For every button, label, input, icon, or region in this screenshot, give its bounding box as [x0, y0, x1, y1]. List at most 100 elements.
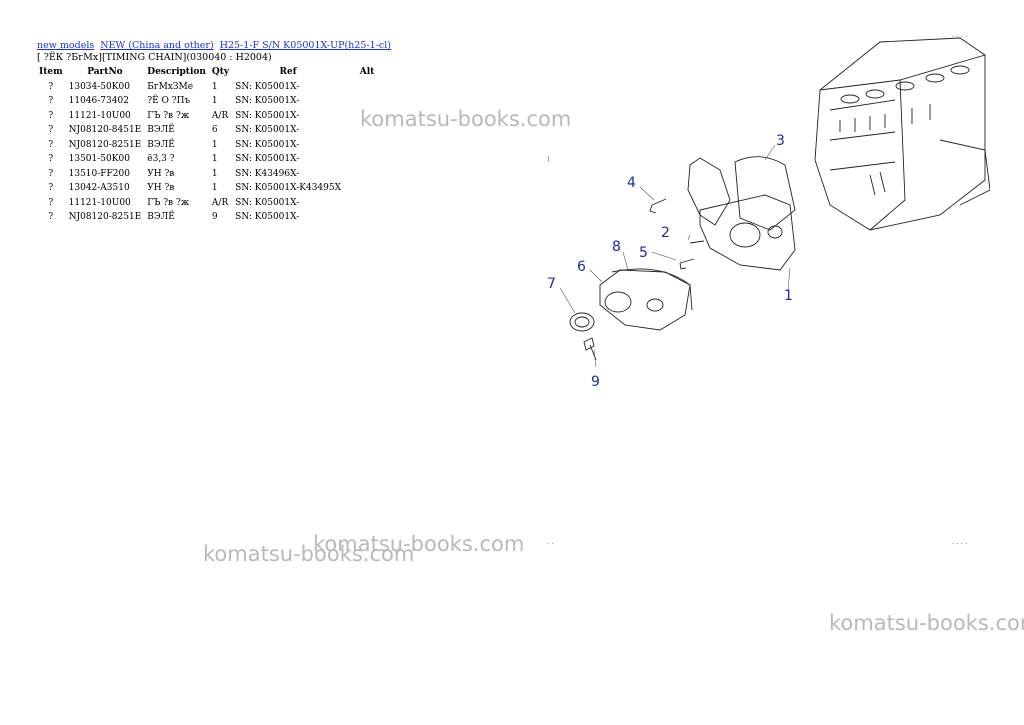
exploded-parts-diagram: 1 2 3 4 5 6 7 8 9	[547, 37, 990, 390]
cell-description: ГЪ ?в ?ж	[147, 110, 190, 121]
cell-item: ?	[48, 197, 54, 208]
front-cover	[599, 269, 691, 331]
cell-partno: NJ08120-8251E	[68, 139, 142, 150]
bolt-2	[689, 240, 705, 244]
cell-partno: 11046-73402	[68, 96, 129, 106]
cell-alt	[344, 196, 390, 211]
table-header-row: Item PartNo Description Qty Ref Alt	[36, 66, 390, 80]
callout-6: 6	[577, 259, 586, 275]
scan-mark: ⟩	[547, 155, 550, 163]
cell-partno: 13042-A3510	[68, 183, 130, 193]
table-row: ? 11121-10U00 ГЪ ?в ?ж A/R SN: K05001X-	[36, 109, 390, 124]
cell-partno: 11121-10U00	[68, 110, 131, 121]
breadcrumb-link-model[interactable]: H25-1-F S/N K05001X-UP(h25-1-cl)	[219, 40, 391, 51]
table-row: ? NJ08120-8251E ВЭЛЁ 9 SN: K05001X-	[36, 211, 390, 226]
cell-qty: 1	[211, 154, 218, 164]
col-alt: Alt	[359, 67, 375, 77]
cell-partno: 11121-10U00	[68, 197, 131, 208]
col-description: Description	[147, 67, 206, 77]
cell-item: ?	[48, 139, 54, 150]
callout-4: 4	[627, 175, 636, 191]
cell-ref: SN: K43496X-	[235, 168, 300, 179]
cell-alt	[344, 167, 390, 182]
scan-mark: · ·	[547, 540, 554, 548]
table-row: ? NJ08120-8251E ВЭЛЁ 1 SN: K05001X-	[36, 138, 390, 153]
cell-qty: A/R	[211, 110, 229, 121]
watermark: komatsu-books.com	[203, 542, 415, 566]
cell-alt	[344, 182, 390, 197]
cell-description: ?Ё О ?Пъ	[147, 96, 191, 106]
cell-ref: SN: K05001X-K43495X	[235, 183, 342, 193]
callout-2: 2	[661, 225, 670, 241]
cell-partno: NJ08120-8251E	[68, 212, 142, 222]
callout-3: 3	[776, 133, 785, 149]
cell-description: УН ?в	[147, 168, 175, 179]
cell-description: ё3,3 ?	[147, 154, 175, 164]
breadcrumb-link-new-china[interactable]: NEW (China and other)	[100, 40, 214, 51]
cell-qty: 1	[211, 81, 218, 92]
cell-qty: 1	[211, 139, 218, 150]
cell-qty: 9	[211, 212, 218, 222]
callout-9: 9	[591, 374, 600, 390]
cell-alt	[344, 80, 390, 95]
engine-block	[814, 37, 986, 231]
bolt-9	[583, 337, 597, 361]
cell-item: ?	[48, 125, 54, 135]
cell-alt	[344, 153, 390, 168]
callout-1: 1	[784, 288, 793, 304]
cell-qty: 1	[211, 96, 218, 106]
cell-description: УН ?в	[147, 183, 175, 193]
breadcrumb: new models NEW (China and other) H25-1-F…	[37, 40, 394, 51]
cell-partno: 13034-50K00	[68, 81, 130, 92]
bolt-5	[679, 258, 695, 270]
cell-item: ?	[48, 212, 54, 222]
breadcrumb-link-new-models[interactable]: new models	[37, 40, 95, 51]
cell-partno: NJ08120-8451E	[68, 125, 142, 135]
cell-ref: SN: K05001X-	[235, 81, 300, 92]
cell-description: ВЭЛЁ	[147, 125, 175, 135]
col-item: Item	[39, 67, 63, 77]
cell-ref: SN: K05001X-	[235, 154, 300, 164]
cell-partno: 13501-50K00	[68, 154, 130, 164]
cell-description: ВЭЛЁ	[147, 212, 175, 222]
cell-qty: 1	[211, 168, 218, 179]
cell-ref: SN: K05001X-	[235, 110, 300, 121]
callout-5: 5	[639, 245, 648, 261]
oil-seal	[569, 312, 595, 332]
cell-qty: 1	[211, 183, 218, 193]
cell-item: ?	[48, 168, 54, 179]
col-qty: Qty	[211, 67, 230, 77]
table-row: ? 13042-A3510 УН ?в 1 SN: K05001X-K43495X	[36, 182, 390, 197]
table-row: ? NJ08120-8451E ВЭЛЁ 6 SN: K05001X-	[36, 124, 390, 139]
cell-qty: 6	[211, 125, 218, 135]
gasket	[734, 156, 796, 231]
cell-ref: SN: K05001X-	[235, 139, 300, 150]
callout-8: 8	[612, 239, 621, 255]
cell-ref: SN: K05001X-	[235, 96, 300, 106]
cell-item: ?	[48, 96, 54, 106]
page-title: [ ?ЁК ?БгМх][TIMING CHAIN](030040 : H200…	[37, 52, 272, 63]
cell-ref: SN: K05001X-	[235, 197, 300, 208]
cell-qty: A/R	[211, 197, 229, 208]
cell-alt	[344, 211, 390, 226]
cell-item: ?	[48, 110, 54, 121]
cell-item: ?	[48, 183, 54, 193]
bolt-4	[649, 198, 667, 214]
table-row: ? 11046-73402 ?Ё О ?Пъ 1 SN: K05001X-	[36, 95, 390, 110]
timing-cover	[699, 194, 796, 271]
col-ref: Ref	[279, 67, 297, 77]
watermark: komatsu-books.com	[360, 107, 572, 131]
scan-mark: · · · ·	[952, 540, 968, 548]
cell-description: БгМхЗМе	[147, 81, 194, 92]
cell-ref: SN: K05001X-	[235, 125, 300, 135]
scan-mark: · · · ·	[952, 33, 968, 41]
cell-ref: SN: K05001X-	[235, 212, 300, 222]
parts-table: Item PartNo Description Qty Ref Alt ? 130…	[36, 66, 390, 225]
watermark: komatsu-books.com	[829, 611, 1024, 635]
callout-7: 7	[547, 276, 556, 292]
cell-item: ?	[48, 81, 54, 92]
cell-description: ВЭЛЁ	[147, 139, 175, 150]
